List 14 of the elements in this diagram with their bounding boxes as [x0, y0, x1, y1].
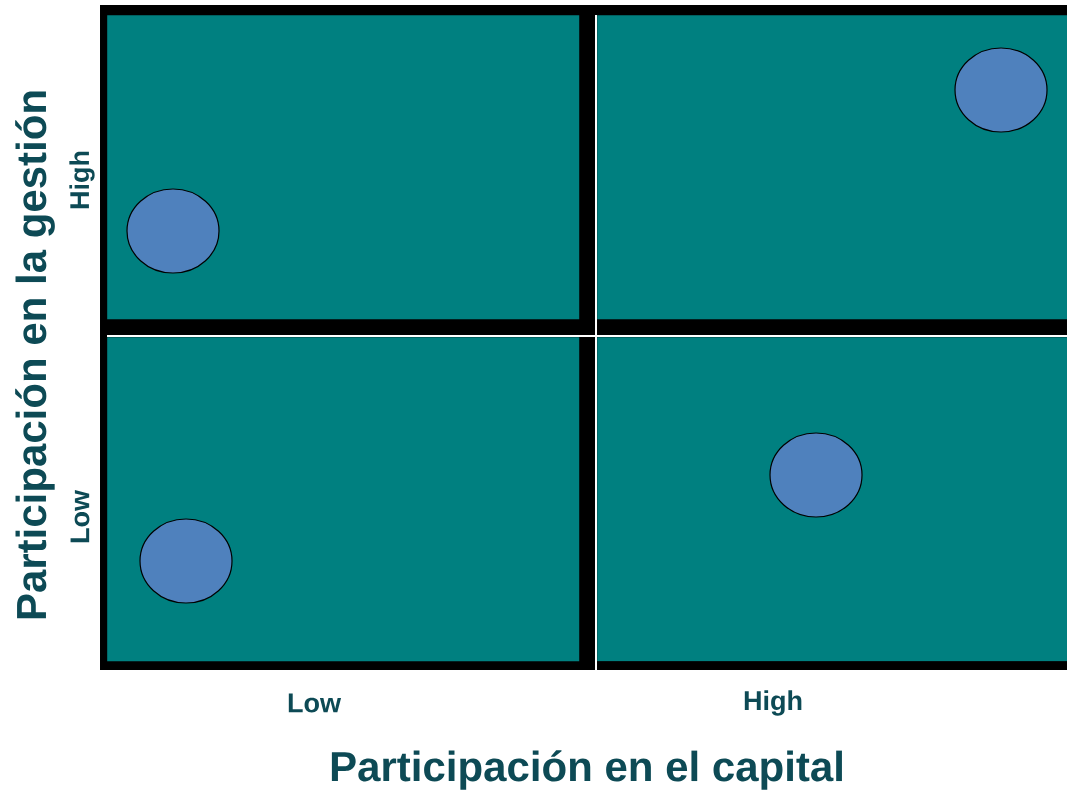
axis-level-label: Low [288, 693, 342, 713]
quadrant-box [597, 337, 1067, 662]
quadrant-box [107, 15, 580, 320]
axis-level-label: High [69, 151, 95, 209]
quadrant-box [107, 337, 580, 662]
axis-level-label: High [744, 690, 802, 716]
circle-marker [139, 518, 233, 604]
circle-marker [954, 47, 1048, 133]
circle-marker [769, 432, 863, 518]
axis-title: Participación en el capital [331, 750, 842, 790]
axis-title: Participación en la gestión [15, 91, 55, 619]
quadrant-box [597, 15, 1067, 320]
axis-level-label: Low [70, 489, 90, 543]
circle-marker [126, 188, 220, 274]
